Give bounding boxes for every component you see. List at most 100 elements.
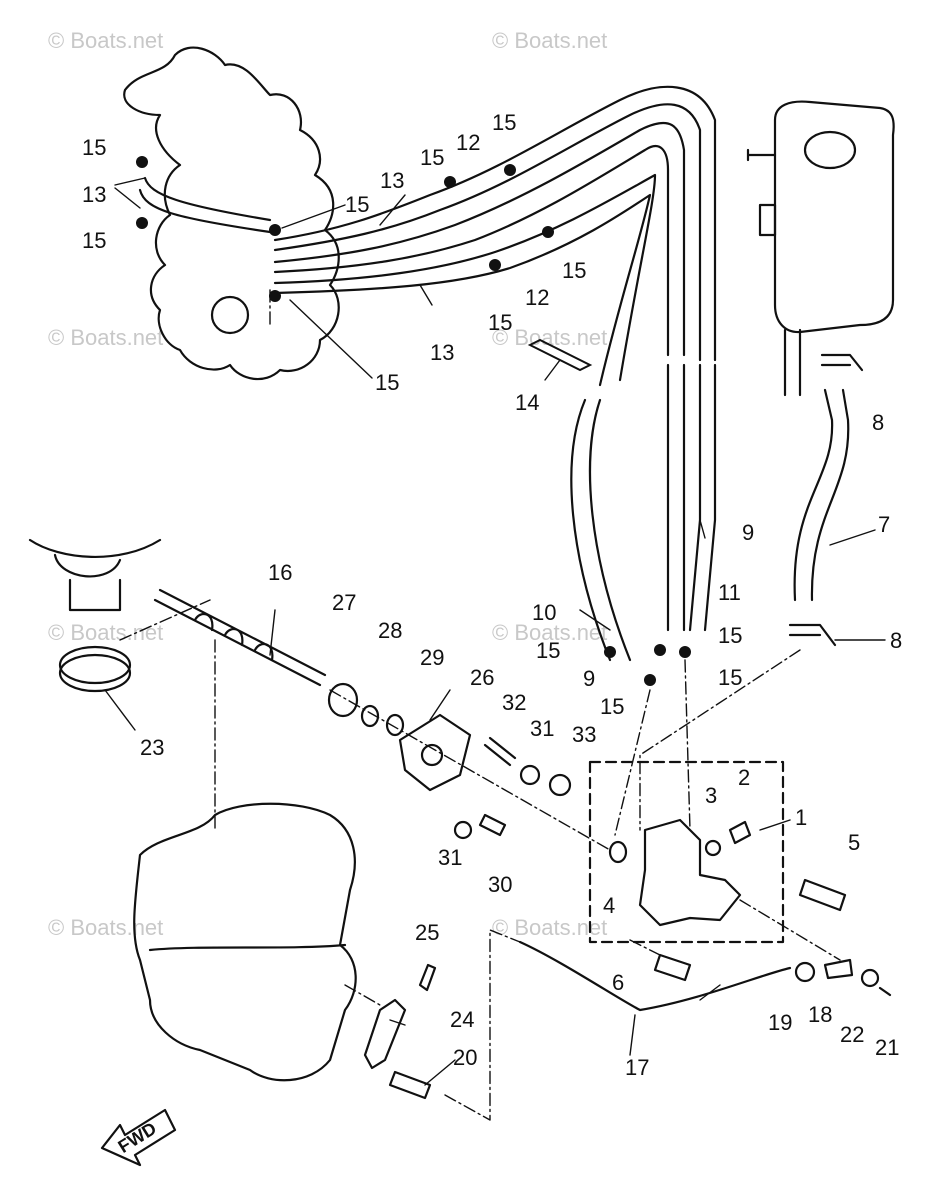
callout-19: 19 bbox=[768, 1010, 792, 1035]
o-ring-29 bbox=[385, 713, 405, 737]
callout-15: 15 bbox=[536, 638, 560, 663]
washer-28 bbox=[360, 704, 380, 728]
callout-15: 15 bbox=[345, 192, 369, 217]
callout-15: 15 bbox=[82, 135, 106, 160]
fwd-label: FWD bbox=[115, 1118, 160, 1157]
callout-9: 9 bbox=[742, 520, 754, 545]
rod-end-18 bbox=[823, 958, 854, 980]
callout-15: 15 bbox=[82, 228, 106, 253]
hose-9 bbox=[666, 363, 686, 632]
nut-19 bbox=[794, 961, 816, 983]
hose-13-left bbox=[143, 176, 272, 222]
washer-31-lower bbox=[453, 820, 473, 840]
callout-11: 11 bbox=[718, 580, 741, 605]
watermarks: © Boats.net © Boats.net © Boats.net © Bo… bbox=[48, 28, 607, 940]
callout-15: 15 bbox=[718, 623, 742, 648]
callout-21: 21 bbox=[875, 1035, 899, 1060]
washer-3 bbox=[704, 839, 722, 857]
washer-22 bbox=[860, 968, 880, 988]
watermark-text: © Boats.net bbox=[48, 915, 163, 940]
callout-8: 8 bbox=[872, 410, 884, 435]
bolt-2 bbox=[728, 820, 752, 845]
bolt-30 bbox=[478, 813, 507, 837]
callout-15: 15 bbox=[718, 665, 742, 690]
callout-13: 13 bbox=[82, 182, 106, 207]
callout-5: 5 bbox=[848, 830, 860, 855]
fitting-6 bbox=[653, 953, 692, 982]
fitting-5 bbox=[798, 878, 847, 912]
link-rod-17 bbox=[518, 940, 792, 1012]
callout-15: 15 bbox=[562, 258, 586, 283]
oil-seal-23 bbox=[58, 645, 132, 685]
hose-11 bbox=[688, 363, 717, 632]
bolt-32 bbox=[483, 736, 517, 767]
callout-1: 1 bbox=[795, 805, 807, 830]
watermark-text: © Boats.net bbox=[492, 28, 607, 53]
spring-20 bbox=[388, 1070, 432, 1100]
engine-block-outline bbox=[123, 46, 340, 381]
callout-25: 25 bbox=[415, 920, 439, 945]
pin-25 bbox=[418, 963, 437, 992]
bushing-27 bbox=[327, 682, 359, 718]
callout-16: 16 bbox=[268, 560, 292, 585]
oil-tank-outlet bbox=[783, 328, 802, 397]
clamp-8-lower bbox=[788, 623, 837, 647]
watermark-text: © Boats.net bbox=[48, 325, 163, 350]
drive-shaft-16 bbox=[153, 588, 327, 687]
callout-6: 6 bbox=[612, 970, 624, 995]
callout-15: 15 bbox=[600, 694, 624, 719]
callout-22: 22 bbox=[840, 1022, 864, 1047]
fwd-arrow bbox=[100, 1108, 177, 1167]
callout-12: 12 bbox=[456, 130, 480, 155]
carburetor-block bbox=[133, 802, 357, 1082]
callout-24: 24 bbox=[450, 1007, 474, 1032]
gasket-4 bbox=[608, 840, 628, 864]
callout-27: 27 bbox=[332, 590, 356, 615]
fitting-markers bbox=[136, 156, 691, 686]
callout-31: 31 bbox=[530, 716, 554, 741]
callout-29: 29 bbox=[420, 645, 444, 670]
oil-pump-1 bbox=[638, 818, 742, 927]
bearing-housing bbox=[28, 538, 162, 612]
engine-port bbox=[210, 295, 250, 335]
nut-33 bbox=[548, 773, 572, 797]
callout-23: 23 bbox=[140, 735, 164, 760]
watermark-text: © Boats.net bbox=[48, 28, 163, 53]
watermark-text: © Boats.net bbox=[492, 620, 607, 645]
clip-21 bbox=[878, 986, 892, 997]
clamp-8-upper bbox=[820, 353, 864, 372]
pump-port bbox=[420, 743, 444, 767]
callout-4: 4 bbox=[603, 893, 615, 918]
callout-32: 32 bbox=[502, 690, 526, 715]
callout-10: 10 bbox=[532, 600, 556, 625]
lever-24 bbox=[363, 998, 407, 1070]
callout-2: 2 bbox=[738, 765, 750, 790]
callout-17: 17 bbox=[625, 1055, 649, 1080]
callout-14: 14 bbox=[515, 390, 539, 415]
callout-26: 26 bbox=[470, 665, 494, 690]
callout-15: 15 bbox=[492, 110, 516, 135]
oil-tank-fitting bbox=[746, 148, 777, 162]
callout-9: 9 bbox=[583, 666, 595, 691]
callout-18: 18 bbox=[808, 1002, 832, 1027]
callout-15: 15 bbox=[420, 145, 444, 170]
oil-tank-fitting bbox=[758, 203, 777, 237]
hose-10 bbox=[570, 398, 632, 662]
callout-20: 20 bbox=[453, 1045, 477, 1070]
callout-33: 33 bbox=[572, 722, 596, 747]
callout-labels: 15 13 15 15 15 13 13 15 12 15 12 15 15 1… bbox=[82, 110, 902, 1080]
carburetor-divider bbox=[148, 943, 347, 952]
callout-28: 28 bbox=[378, 618, 402, 643]
clip-14 bbox=[527, 338, 593, 372]
oil-tank-cap bbox=[803, 130, 857, 170]
callout-3: 3 bbox=[705, 783, 717, 808]
callout-leaders bbox=[104, 177, 886, 1086]
nut-31 bbox=[519, 764, 541, 786]
callout-13: 13 bbox=[380, 168, 404, 193]
hose-7 bbox=[793, 388, 850, 602]
watermark-text: © Boats.net bbox=[492, 915, 607, 940]
oil-hose-bundle bbox=[273, 85, 717, 387]
callout-12: 12 bbox=[525, 285, 549, 310]
callout-8: 8 bbox=[890, 628, 902, 653]
